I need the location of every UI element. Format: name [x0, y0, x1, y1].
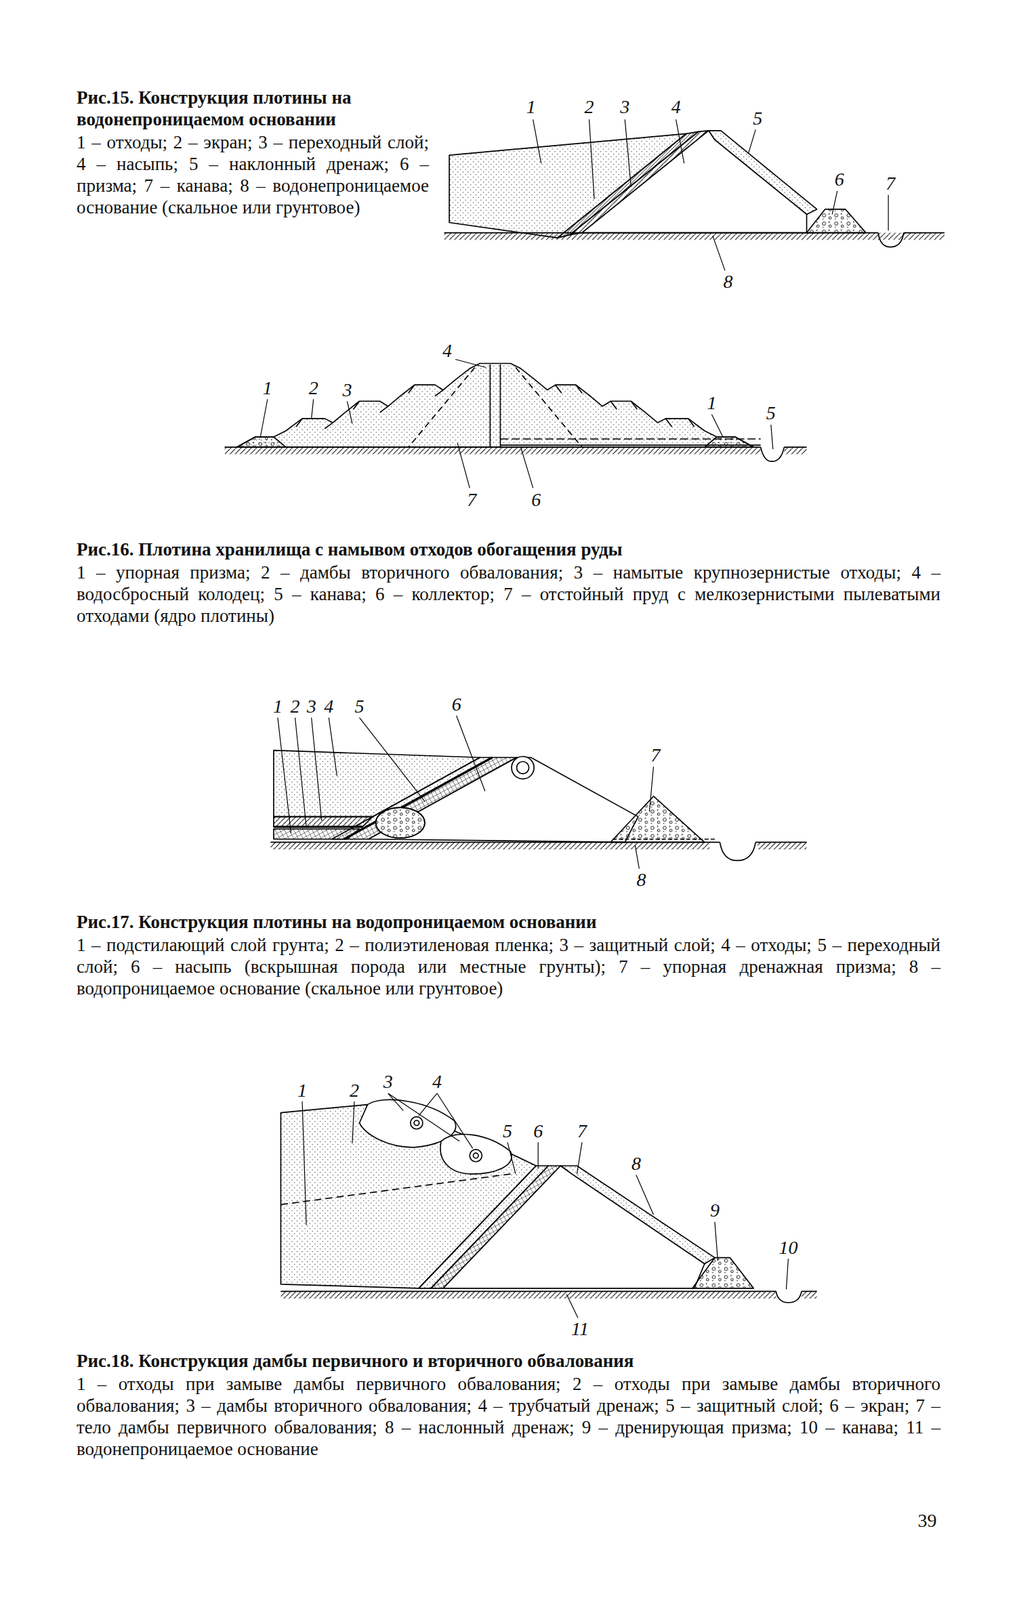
callout-number: 7 — [649, 745, 662, 766]
drawing-circle — [511, 756, 534, 780]
drawing-path — [500, 438, 761, 440]
drawing-polygon — [443, 1166, 705, 1289]
callout-number: 7 — [465, 489, 478, 511]
drawing-path — [444, 232, 945, 234]
drawing-polygon — [237, 363, 755, 448]
callout-number: 1 — [271, 696, 284, 717]
drawing-rect — [757, 842, 807, 850]
drawing-ellipse — [376, 807, 425, 839]
drawing-path — [280, 1174, 511, 1205]
callout-number: 6 — [529, 489, 543, 511]
drawing-g — [444, 130, 945, 248]
figure-title: Рис.18. Конструкция дамбы первичного и в… — [76, 1350, 941, 1373]
callout-number: 3 — [382, 1071, 395, 1093]
callout-number: 5 — [353, 696, 366, 717]
callout-number: 5 — [751, 108, 764, 129]
drawing-path — [533, 119, 889, 271]
drawing-path — [612, 838, 715, 841]
drawing-rect — [280, 1291, 776, 1299]
drawing-g — [270, 750, 807, 862]
drawing-path — [440, 1134, 512, 1175]
callout-number: 2 — [583, 96, 596, 118]
drawing-rect — [444, 233, 945, 241]
drawing-path — [296, 384, 695, 429]
callout-number: 2 — [307, 378, 320, 399]
drawing-ellipse — [376, 807, 425, 839]
callout-number: 8 — [722, 271, 735, 293]
drawing-path — [500, 444, 761, 446]
callout-number: 1 — [525, 96, 538, 118]
callout-number: 6 — [531, 1121, 545, 1142]
figure-legend: 1 – упорная призма; 2 – дамбы вторичного… — [76, 561, 941, 627]
callout-number: 1 — [705, 392, 718, 414]
drawing-polygon — [368, 757, 639, 843]
drawing-path — [302, 1093, 788, 1319]
drawing-path — [775, 1291, 802, 1303]
drawing-path — [719, 842, 756, 861]
drawing-g — [224, 119, 945, 1318]
drawing-rect — [783, 447, 807, 455]
callout-number: 2 — [348, 1080, 361, 1102]
drawing-path — [224, 446, 807, 448]
drawing-path — [273, 825, 363, 828]
callout-number: 4 — [322, 696, 335, 717]
callout-number: 5 — [764, 403, 778, 424]
callout-number: 3 — [340, 380, 354, 401]
drawing-path — [760, 447, 785, 462]
callout-number: 6 — [450, 694, 463, 715]
drawing-g — [280, 1099, 817, 1303]
callout-number: 6 — [833, 169, 846, 190]
page-number: 39 — [917, 1511, 937, 1531]
drawing-path — [277, 715, 654, 869]
drawing-polygon — [237, 437, 286, 448]
callout-number: 8 — [630, 1153, 643, 1175]
drawing-circle — [410, 1117, 423, 1130]
drawing-path — [280, 1291, 817, 1293]
figure-title: Рис.17. Конструкция плотины на водопрони… — [76, 911, 941, 933]
drawing-polygon — [610, 796, 705, 843]
callout-number: 5 — [501, 1121, 514, 1142]
drawing-circle — [413, 1120, 420, 1127]
figure-legend: 1 – отходы; 2 – экран; 3 – переходный сл… — [76, 131, 429, 219]
drawing-g — [260, 119, 889, 1318]
callout-number: 1 — [296, 1080, 309, 1102]
callout-number: 4 — [430, 1071, 444, 1093]
drawing-polygon — [692, 1258, 754, 1289]
drawing-path — [489, 364, 501, 448]
drawing-path — [260, 359, 774, 488]
callout-number: 9 — [708, 1200, 721, 1221]
drawing-circle — [469, 1149, 482, 1162]
callout-number: 4 — [670, 96, 683, 118]
figure-legend: 1 – подстилающий слой грунта; 2 – полиэт… — [76, 934, 941, 1000]
callout-number: 2 — [289, 696, 302, 717]
callout-number: 8 — [634, 869, 648, 891]
drawing-path — [878, 233, 904, 248]
callout-number: 1 — [261, 378, 274, 399]
figure-title: Рис.16. Плотина хранилища с намывом отхо… — [76, 538, 941, 561]
drawing-circle — [516, 761, 530, 774]
drawing-circle — [473, 1153, 480, 1159]
callout-number: 7 — [884, 173, 897, 194]
figure-legend: 1 – отходы при замыве дамбы первичного о… — [76, 1373, 941, 1461]
drawing-rect — [224, 447, 761, 455]
drawing-rect — [801, 1291, 818, 1299]
callout-number: 10 — [777, 1237, 799, 1259]
callout-number: 7 — [575, 1121, 589, 1142]
drawing-path — [408, 367, 583, 448]
callout-number: 11 — [569, 1319, 591, 1340]
callout-number: 3 — [618, 96, 631, 118]
drawing-polygon — [806, 209, 866, 234]
drawing-polygon — [582, 130, 807, 234]
drawing-path — [270, 841, 807, 843]
callout-number: 3 — [305, 696, 318, 717]
figure-title: Рис.15. Конструкция плотины на водонепро… — [76, 86, 429, 131]
callout-number: 4 — [441, 340, 454, 362]
drawing-rect — [270, 842, 710, 850]
